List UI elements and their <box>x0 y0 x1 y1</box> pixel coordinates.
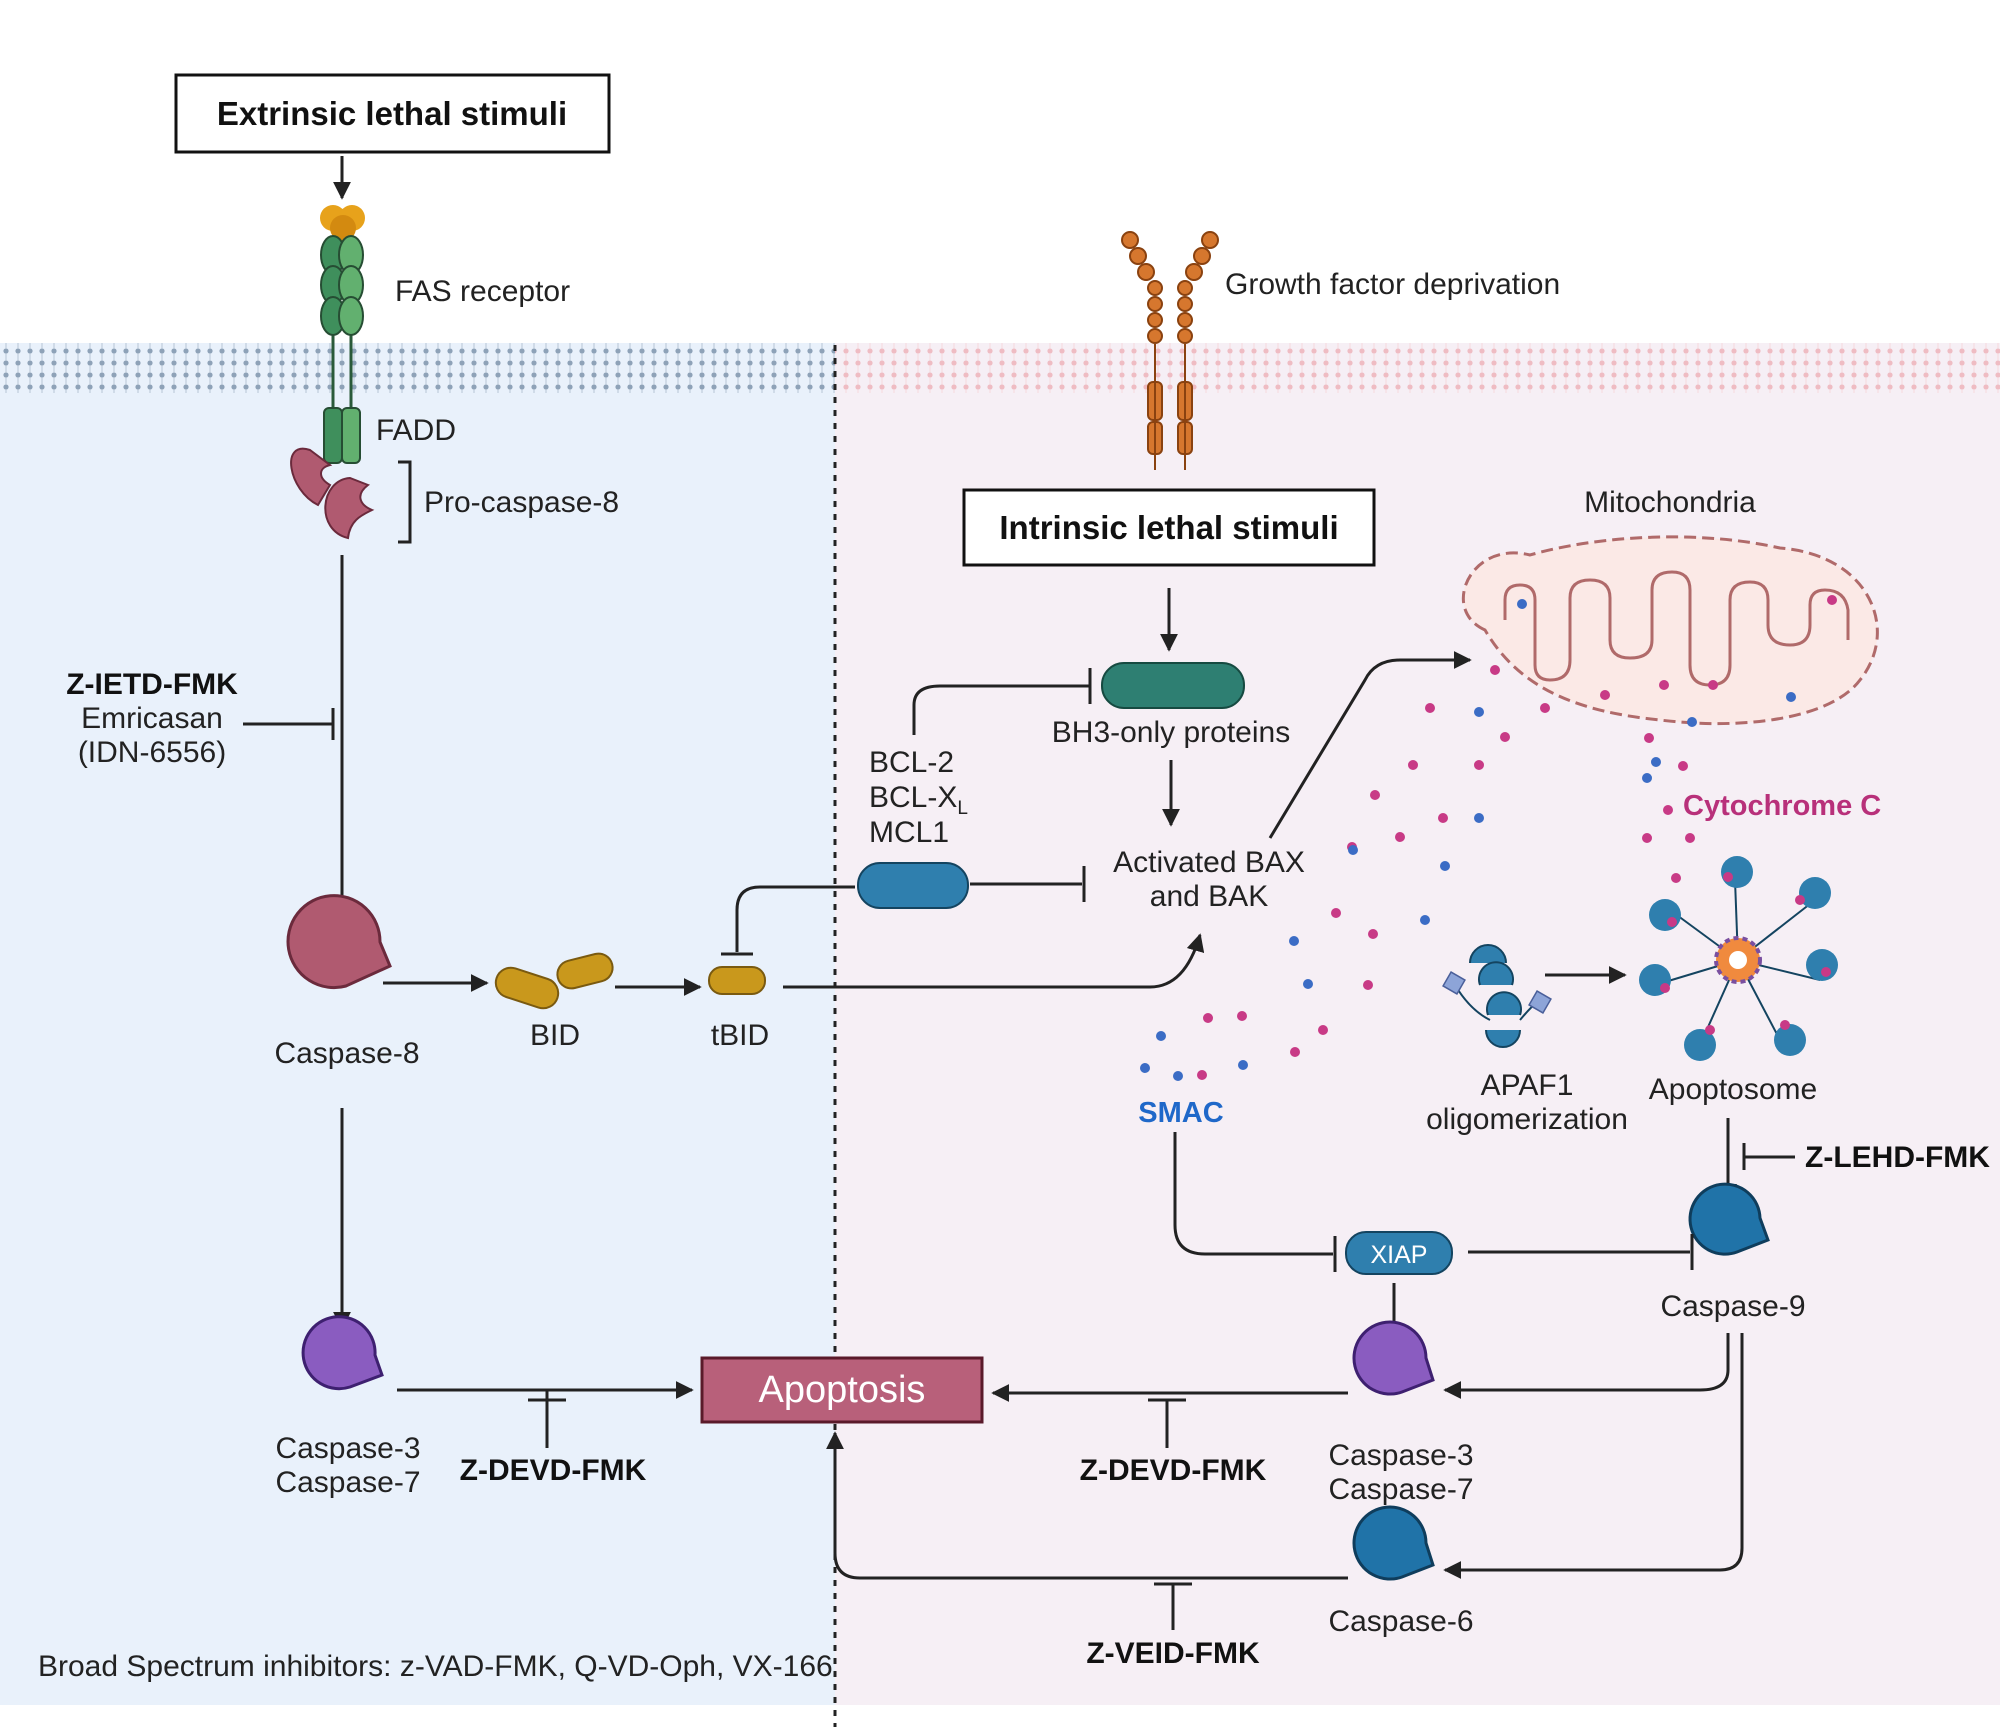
plasma-membrane-left <box>0 343 835 393</box>
bclxl-label: BCL-XL <box>869 781 968 819</box>
caspase-9-label: Caspase-9 <box>1660 1290 1805 1323</box>
caspase-6-icon <box>1352 1505 1435 1581</box>
z-veid-fmk-label: Z-VEID-FMK <box>1086 1637 1260 1670</box>
mitochondria-icon <box>1461 535 1879 726</box>
bax-bak-label-2: and BAK <box>1150 880 1268 913</box>
z-ietd-fmk-label: Z-IETD-FMK <box>66 668 238 701</box>
broad-spectrum-label: Broad Spectrum inhibitors: z-VAD-FMK, Q-… <box>38 1650 833 1683</box>
z-devd-fmk-right-label: Z-DEVD-FMK <box>1080 1454 1267 1487</box>
released-molecule-dots <box>1140 703 1697 1081</box>
bh3-only-label: BH3-only proteins <box>1052 716 1290 749</box>
bcl2-protein-icon <box>857 862 969 909</box>
apaf1-label-1: APAF1 <box>1481 1069 1574 1102</box>
caspase-9-icon <box>1688 1182 1770 1256</box>
growth-factor-label: Growth factor deprivation <box>1225 268 1560 301</box>
xiap-label: XIAP <box>1371 1241 1428 1269</box>
caspase-6-label: Caspase-6 <box>1328 1605 1473 1638</box>
z-lehd-fmk-label: Z-LEHD-FMK <box>1805 1141 1990 1174</box>
extrinsic-box <box>174 73 611 154</box>
pro-caspase-8-icon <box>290 447 375 540</box>
fadd-label: FADD <box>376 414 456 447</box>
tbid-icon <box>708 966 766 995</box>
tbid-label: tBID <box>711 1019 769 1052</box>
bid-label: BID <box>530 1019 580 1052</box>
caspase-3-left-label: Caspase-3 <box>275 1432 420 1465</box>
pro-caspase-8-bracket <box>398 460 412 544</box>
bcl2-label: BCL-2 <box>869 746 954 779</box>
apaf1-label-2: oligomerization <box>1426 1103 1628 1136</box>
z-devd-fmk-left-label: Z-DEVD-FMK <box>460 1454 647 1487</box>
plasma-membrane-right <box>835 343 2000 393</box>
fas-receptor-icon <box>320 205 365 464</box>
apaf1-icon <box>1442 944 1552 1048</box>
intrinsic-box <box>962 488 1376 567</box>
mitochondria-label: Mitochondria <box>1584 486 1756 519</box>
apoptosis-title: Apoptosis <box>759 1369 926 1411</box>
xiap-icon <box>1345 1231 1453 1275</box>
growth-factor-receptor-icon <box>1121 231 1219 470</box>
apoptosome-label: Apoptosome <box>1649 1073 1817 1106</box>
intrinsic-title: Intrinsic lethal stimuli <box>999 509 1338 546</box>
pro-caspase-8-label: Pro-caspase-8 <box>424 486 619 519</box>
fas-receptor-label: FAS receptor <box>395 275 570 308</box>
smac-label: SMAC <box>1138 1097 1223 1129</box>
bax-bak-label-1: Activated BAX <box>1113 846 1305 879</box>
bid-icon <box>494 952 614 1010</box>
caspase-3-right-label: Caspase-3 <box>1328 1439 1473 1472</box>
extrinsic-region <box>0 343 835 1705</box>
caspase-3-7-right-icon <box>1352 1320 1435 1396</box>
caspase-8-label: Caspase-8 <box>274 1037 419 1070</box>
caspase-3-7-left-icon <box>301 1315 384 1391</box>
cytochrome-c-label: Cytochrome C <box>1683 790 1881 822</box>
bh3-only-protein-icon <box>1101 662 1245 709</box>
caspase-7-right-label: Caspase-7 <box>1328 1473 1473 1506</box>
caspase-8-icon <box>286 894 392 990</box>
caspase-7-left-label: Caspase-7 <box>275 1466 420 1499</box>
mcl1-label: MCL1 <box>869 816 949 849</box>
apoptosis-box <box>700 1356 984 1424</box>
idn-label: (IDN-6556) <box>78 736 226 769</box>
apoptosome-icon <box>1639 856 1838 1061</box>
extrinsic-title: Extrinsic lethal stimuli <box>217 95 567 132</box>
emricasan-label: Emricasan <box>81 702 223 735</box>
